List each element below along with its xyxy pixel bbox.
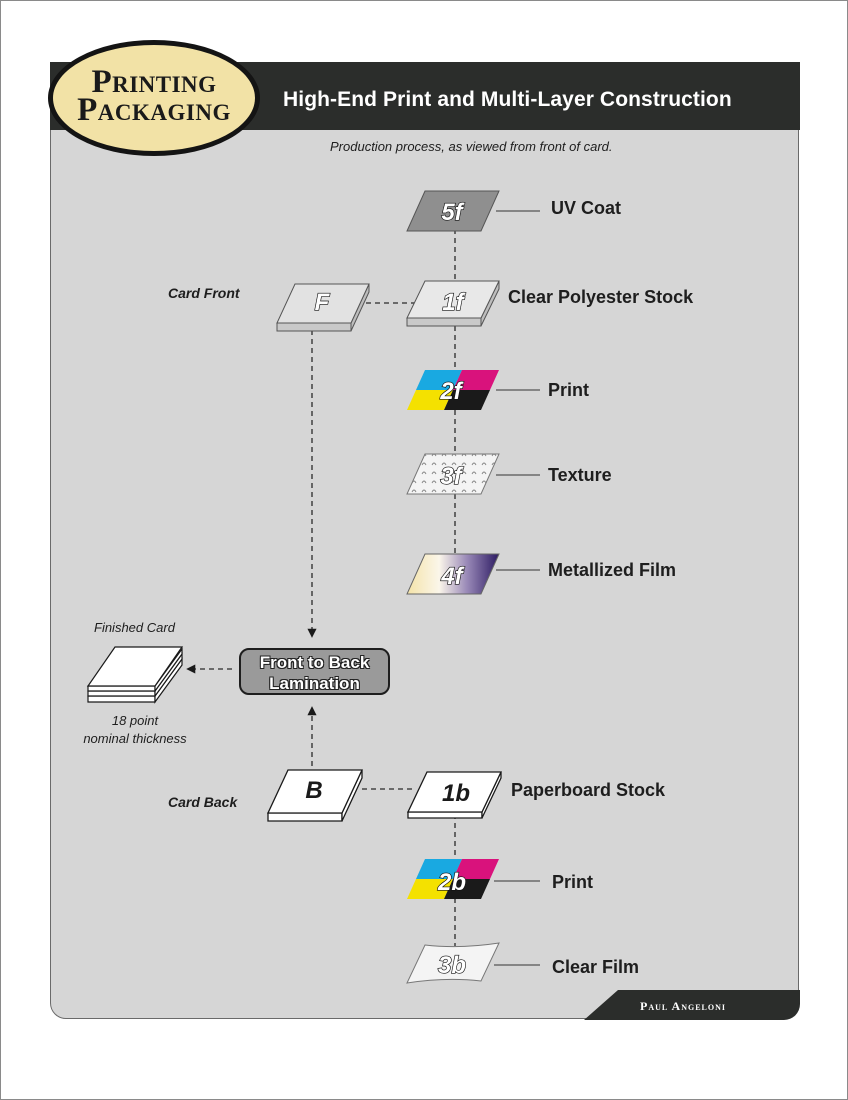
label-uv-coat: UV Coat (551, 198, 622, 218)
card-front-stack (276, 283, 370, 332)
layer-1b-paperboard (406, 771, 503, 819)
code-1f: 1f (442, 289, 465, 316)
layer-4f-metallized-film (406, 553, 500, 595)
label-card-front: Card Front (168, 285, 240, 301)
lamination-line-1: Front to Back (259, 653, 370, 672)
label-finished-card: Finished Card (94, 620, 175, 635)
connector-lines (186, 229, 456, 946)
layer-codes-dark: B 1b (305, 777, 470, 807)
logo-line-1: Printing (91, 64, 217, 100)
label-print-back: Print (552, 872, 594, 892)
note-thickness-1: 18 point (111, 713, 159, 728)
layer-3b-clear-film (406, 942, 500, 984)
code-2f: 2f (439, 378, 463, 405)
code-B: B (305, 777, 322, 804)
logo-badge (48, 40, 260, 156)
layer-5f-uv-coat (406, 190, 500, 232)
card-back-stack (266, 769, 364, 822)
header-title: High-End Print and Multi-Layer Construct… (283, 88, 732, 111)
author-credit: Paul Angeloni (640, 999, 727, 1013)
code-3b: 3b (438, 952, 466, 979)
label-metallized-film: Metallized Film (548, 560, 677, 580)
note-thickness-2: nominal thickness (83, 731, 187, 746)
layer-codes: 5f 1f 2f 3f 4f F 2b 3b (314, 198, 467, 979)
finished-card-stack (86, 646, 184, 704)
code-F: F (315, 289, 331, 316)
footer-tab (584, 990, 800, 1020)
label-paperboard: Paperboard Stock (511, 780, 666, 800)
code-5f: 5f (441, 199, 464, 226)
label-card-back: Card Back (168, 794, 238, 810)
layer-3f-texture (406, 453, 500, 495)
leader-lines (494, 210, 540, 966)
layer-1f-clear-polyester (406, 280, 500, 327)
code-4f: 4f (440, 563, 464, 590)
label-texture: Texture (548, 465, 612, 485)
layer-2b-print (407, 859, 499, 899)
code-1b: 1b (442, 780, 470, 807)
lamination-line-2: Lamination (269, 674, 360, 693)
lamination-box: Front to Back Lamination (239, 648, 390, 695)
logo-line-2: Packaging (77, 92, 231, 128)
code-2b: 2b (437, 869, 466, 896)
label-clear-film: Clear Film (552, 957, 640, 977)
code-3f: 3f (440, 463, 463, 490)
label-print-front: Print (548, 380, 590, 400)
label-clear-polyester: Clear Polyester Stock (508, 287, 694, 307)
layer-2f-print (407, 370, 499, 410)
diagram-subtitle: Production process, as viewed from front… (330, 139, 613, 154)
